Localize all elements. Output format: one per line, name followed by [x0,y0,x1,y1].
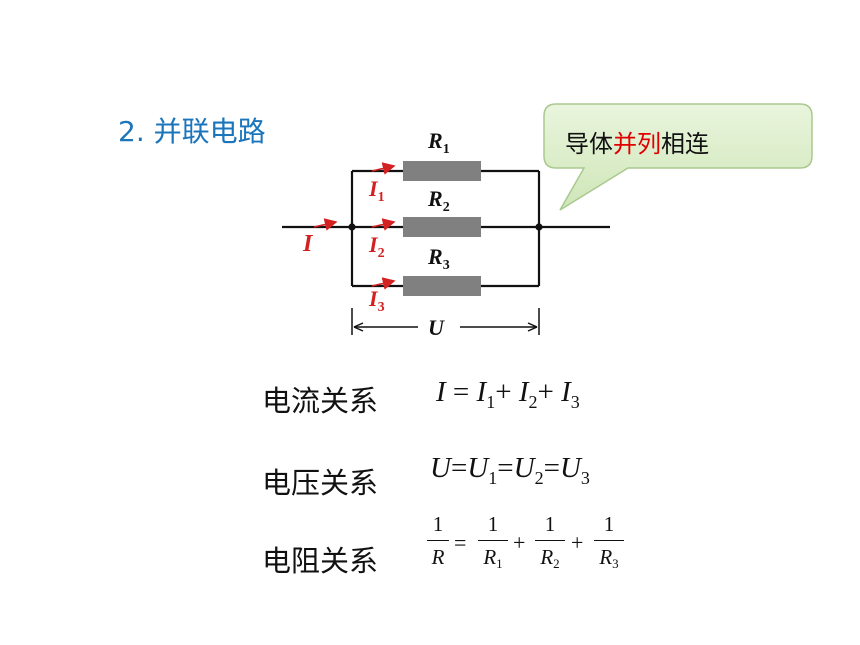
callout-bubble [543,103,813,211]
resistance-relation-label: 电阻关系 [262,544,379,578]
label-r1: R1 [427,128,450,157]
label-i3: I3 [368,286,385,315]
resistor-r1 [403,161,481,181]
junction-left [348,223,356,231]
resistor-r2 [403,217,481,237]
arrow-i2 [371,218,396,231]
plus-sign-1: + [513,530,526,555]
arrow-i1 [371,162,396,175]
arrow-i3 [371,277,396,290]
section-title: 2. 并联电路 [118,115,266,148]
plus-sign-2: + [571,530,584,555]
current-relation-formula: I = I1+ I2+ I3 [436,376,580,412]
callout-text: 导体并列相连 [565,124,709,159]
junction-right [535,223,543,231]
callout-text-before: 导体 [565,130,613,158]
label-u: U [428,315,445,340]
resistor-r3 [403,276,481,296]
voltage-relation-label: 电压关系 [262,466,379,500]
parallel-circuit-diagram: R1 R2 R3 I1 I2 I3 I U [282,128,610,340]
callout-text-after: 相连 [661,130,709,158]
callout-highlight: 并列 [613,130,661,158]
voltage-dimension [351,308,540,335]
callout-shape [543,103,813,211]
equals-sign: = [454,530,467,555]
label-r3: R3 [427,244,450,273]
label-r2: R2 [427,186,450,215]
current-relation-label: 电流关系 [262,384,379,418]
voltage-relation-formula: U=U1=U2=U3 [430,452,590,488]
arrow-i [313,218,338,231]
label-i2: I2 [368,232,385,261]
label-i1: I1 [368,176,385,205]
label-i: I [302,231,314,257]
